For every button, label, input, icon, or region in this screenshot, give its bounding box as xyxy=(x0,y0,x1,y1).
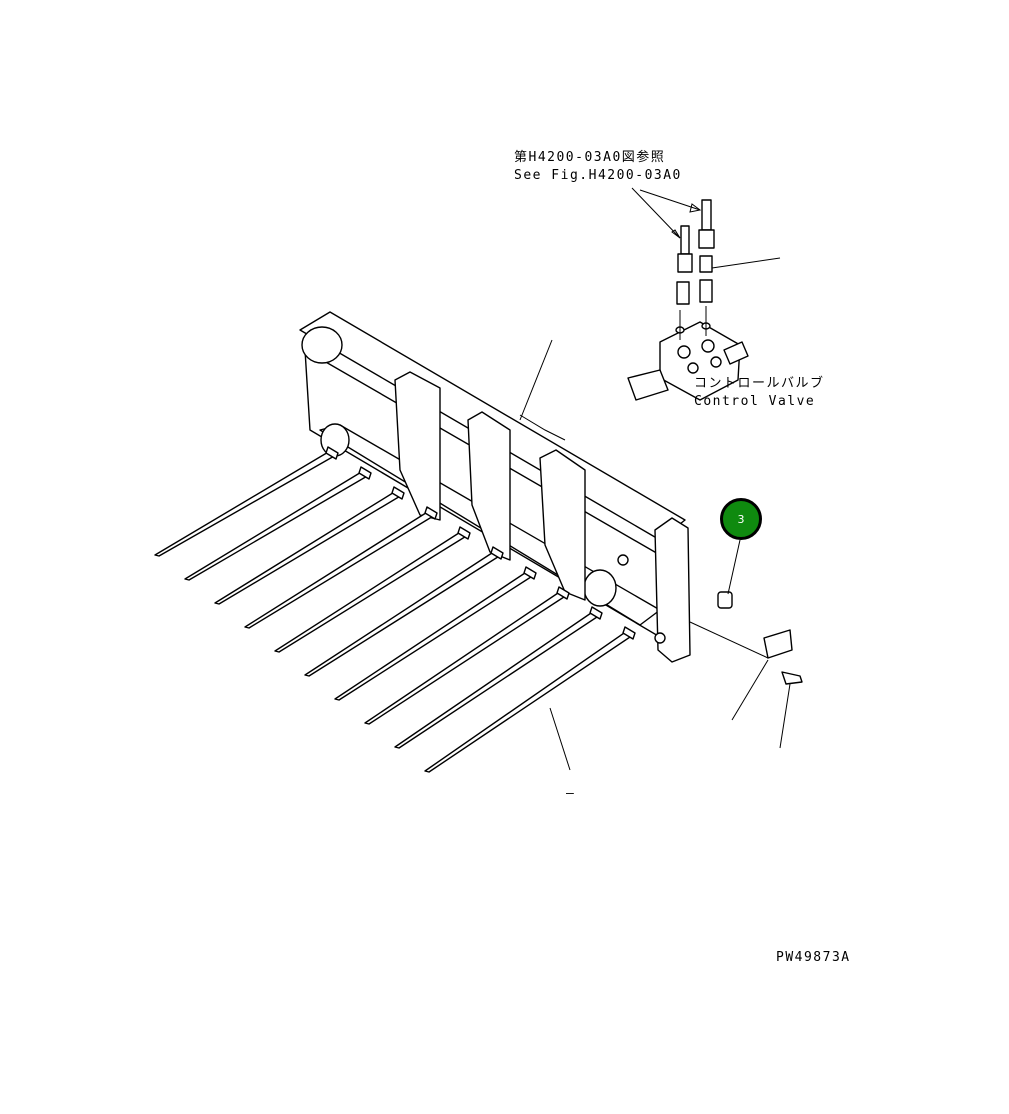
reference-en-label: See Fig.H4200-03A0 xyxy=(514,168,682,183)
dash-mark: – xyxy=(566,786,576,801)
mount-brackets xyxy=(394,371,586,601)
tine-collar xyxy=(424,506,438,520)
tine-collar xyxy=(622,626,636,640)
drawing-number: PW49873A xyxy=(776,950,851,965)
control-valve-en-label: Control Valve xyxy=(694,394,816,409)
callout-3[interactable]: 3 xyxy=(720,498,762,540)
side-plate xyxy=(617,517,691,663)
tine-collar xyxy=(523,566,537,580)
leader-lines xyxy=(519,187,791,771)
tine xyxy=(424,630,634,773)
tine-collar xyxy=(556,586,570,600)
tine xyxy=(394,610,601,749)
control-valve-assembly xyxy=(627,306,749,401)
tine-collar xyxy=(457,526,471,540)
tine-collar xyxy=(391,486,405,500)
tine-collar xyxy=(358,466,372,480)
fasteners xyxy=(717,591,803,685)
tine-collar xyxy=(589,606,603,620)
tine-collar xyxy=(490,546,504,560)
hose-fittings xyxy=(676,199,715,305)
reference-jp-label: 第H4200-03A0図参照 xyxy=(514,150,666,165)
tines xyxy=(154,446,636,773)
control-valve-jp-label: コントロールバルブ xyxy=(694,376,825,391)
tine-collar xyxy=(325,446,339,460)
